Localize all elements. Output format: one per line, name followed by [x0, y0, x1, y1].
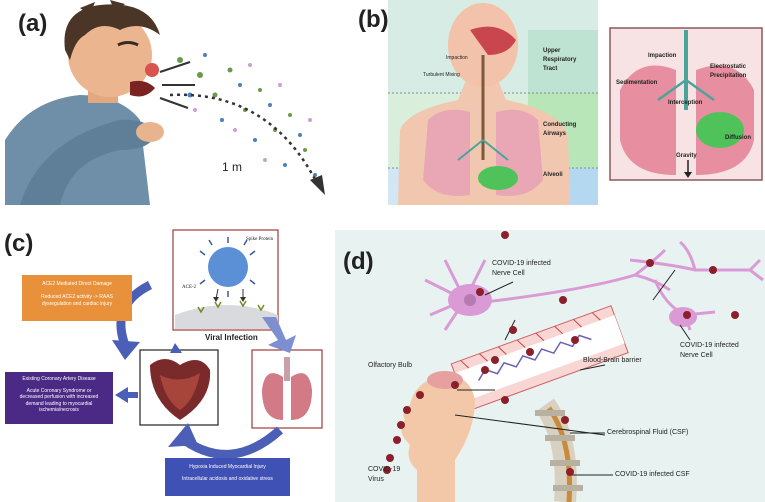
olfactory-bulb-label: Olfactory Bulb	[368, 362, 412, 369]
coronary-disease-line2: Acute Coronary Syndrome or	[26, 387, 92, 394]
ace2-damage-line3: dysregulation and cardiac injury	[41, 301, 113, 307]
panel-d: (d) COVID-19 infected Nerve Cell COVID-1…	[335, 230, 765, 502]
blood-brain-barrier-label: Blood-Brain barrier	[583, 357, 642, 364]
panel-c: (c) Spike Protein ACE-2 Viral Infection …	[0, 225, 335, 502]
gravity-label: Gravity	[676, 153, 697, 159]
neuro-invasion-diagram	[335, 230, 765, 502]
infected-nerve-right-label-2: Nerve Cell	[680, 352, 713, 359]
impaction-label-left: Impaction	[446, 55, 468, 61]
coronary-disease-title: Existing Coronary Artery Disease	[22, 376, 96, 382]
ace2-label: ACE-2	[182, 285, 197, 290]
viral-infection-label: Viral Infection	[205, 333, 258, 342]
infected-csf-label: COVID-19 infected CSF	[615, 471, 690, 478]
impaction-label-right: Impaction	[648, 53, 677, 59]
cardiac-injury-diagram	[112, 229, 323, 459]
upper-respiratory-label-1: Upper	[543, 48, 561, 54]
diffusion-label: Diffusion	[725, 135, 751, 141]
alveoli-label: Alveoli	[543, 172, 563, 178]
turbulent-mixing-label: Turbulent Mixing	[423, 72, 460, 78]
panel-d-label: (d)	[343, 248, 374, 275]
respiratory-deposition-illustration	[388, 0, 763, 205]
panel-a-label: (a)	[18, 10, 48, 37]
sedimentation-label: Sedimentation	[616, 80, 658, 86]
ace2-damage-line2: Reduced ACE2 activity -> RAAS	[41, 294, 113, 300]
infected-nerve-top-label-1: COVID-19 infected	[492, 260, 551, 267]
panel-b-label: (b)	[358, 6, 389, 33]
csf-label: Cerebrospinal Fluid (CSF)	[607, 429, 689, 436]
coronary-disease-line3: decreased perfusion with increased	[19, 394, 99, 400]
electrostatic-label-2: Precipitation	[710, 73, 747, 79]
hypoxia-injury-title: Hypoxia Induced Myocardial Injury	[189, 464, 266, 470]
ace2-damage-box: ACE2 Mediated Direct Damage Reduced ACE2…	[22, 275, 132, 321]
infected-nerve-top-label-2: Nerve Cell	[492, 270, 525, 277]
conducting-airways-label-2: Airways	[543, 131, 567, 137]
interception-label: Interception	[668, 100, 703, 106]
coronary-disease-box: Existing Coronary Artery Disease Acute C…	[5, 372, 113, 424]
virus-label-2: Virus	[368, 476, 384, 483]
coronary-disease-line4: demand leading to myocardial	[25, 400, 93, 407]
infected-nerve-right-label-1: COVID-19 infected	[680, 342, 739, 349]
upper-respiratory-label-2: Respiratory	[543, 57, 577, 63]
spike-protein-label: Spike Protein	[246, 237, 274, 242]
panel-b: (b) Impaction Turbulent Mixing Upper Res…	[358, 0, 765, 205]
electrostatic-label-1: Electrostatic	[710, 64, 747, 70]
conducting-airways-label-1: Conducting	[543, 122, 577, 128]
panel-c-label: (c)	[4, 230, 34, 257]
upper-respiratory-label-3: Tract	[543, 66, 558, 72]
coronary-disease-line5: ischemia/necrosis	[39, 407, 79, 413]
distance-label: 1 m	[222, 160, 243, 174]
hypoxia-injury-box: Hypoxia Induced Myocardial Injury Intrac…	[165, 458, 290, 496]
virus-label-1: COVID-19	[368, 466, 401, 473]
ace2-damage-title: ACE2 Mediated Direct Damage	[42, 281, 112, 287]
panel-a: (a) 1 m	[0, 0, 345, 205]
sneezing-person-illustration	[5, 0, 325, 205]
hypoxia-injury-line2: Intracellular acidosis and oxidative str…	[182, 476, 273, 482]
